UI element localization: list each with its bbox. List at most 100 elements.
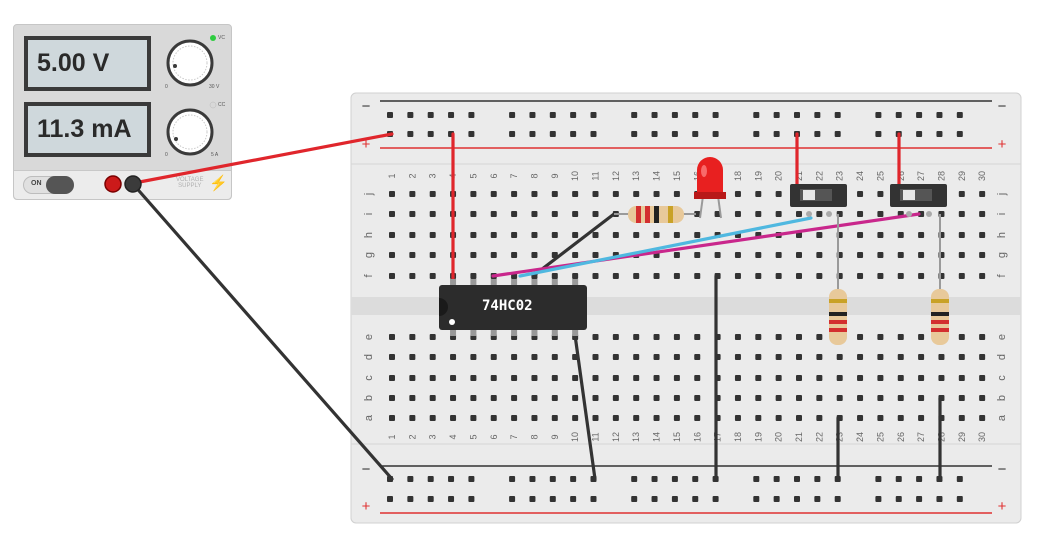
breadboard-hole[interactable] (673, 334, 680, 340)
breadboard-hole[interactable] (694, 354, 701, 360)
breadboard-hole[interactable] (531, 395, 538, 401)
breadboard-hole[interactable] (796, 252, 802, 258)
breadboard-hole[interactable] (775, 191, 782, 197)
breadboard-hole[interactable] (958, 375, 965, 381)
breadboard-hole[interactable] (531, 232, 538, 238)
breadboard-hole[interactable] (612, 375, 619, 381)
breadboard-hole[interactable] (734, 334, 741, 340)
breadboard-hole[interactable] (389, 191, 395, 197)
top-rail-hole[interactable] (651, 112, 658, 118)
breadboard-hole[interactable] (511, 191, 518, 197)
breadboard-hole[interactable] (938, 375, 945, 381)
top-rail-hole[interactable] (753, 131, 760, 137)
breadboard-hole[interactable] (409, 354, 416, 360)
breadboard-hole[interactable] (673, 252, 680, 258)
bottom-rail-hole[interactable] (671, 496, 678, 502)
breadboard-hole[interactable] (633, 395, 640, 401)
breadboard-hole[interactable] (429, 415, 436, 421)
breadboard-hole[interactable] (816, 273, 823, 279)
breadboard-hole[interactable] (490, 191, 497, 197)
pulldown-resistor-1[interactable] (829, 289, 847, 345)
bottom-rail-hole[interactable] (692, 496, 699, 502)
bottom-rail-hole[interactable] (671, 476, 678, 482)
breadboard-hole[interactable] (958, 354, 965, 360)
breadboard-hole[interactable] (958, 273, 965, 279)
breadboard-hole[interactable] (775, 375, 782, 381)
bottom-rail-hole[interactable] (427, 496, 434, 502)
top-rail-hole[interactable] (936, 112, 943, 118)
breadboard-hole[interactable] (796, 334, 802, 340)
breadboard-hole[interactable] (612, 334, 619, 340)
breadboard-hole[interactable] (389, 354, 395, 360)
top-rail-hole[interactable] (834, 131, 841, 137)
breadboard-hole[interactable] (958, 395, 965, 401)
slide-switch-1-slider[interactable] (803, 190, 815, 200)
breadboard-hole[interactable] (877, 415, 884, 421)
breadboard-hole[interactable] (470, 395, 477, 401)
breadboard-hole[interactable] (429, 232, 436, 238)
breadboard-hole[interactable] (389, 415, 395, 421)
bottom-rail-hole[interactable] (468, 496, 475, 502)
breadboard-hole[interactable] (409, 375, 416, 381)
top-rail-hole[interactable] (692, 112, 699, 118)
slide-switch-2[interactable] (890, 184, 947, 217)
breadboard-hole[interactable] (429, 211, 436, 217)
breadboard-hole[interactable] (612, 395, 619, 401)
breadboard-hole[interactable] (633, 415, 640, 421)
breadboard-hole[interactable] (511, 211, 518, 217)
breadboard-hole[interactable] (958, 232, 965, 238)
bottom-rail-hole[interactable] (936, 496, 943, 502)
breadboard-hole[interactable] (470, 191, 477, 197)
breadboard-hole[interactable] (612, 191, 619, 197)
breadboard-hole[interactable] (511, 252, 518, 258)
breadboard-hole[interactable] (450, 415, 457, 421)
wire-chip-ground[interactable] (573, 333, 597, 481)
breadboard-hole[interactable] (918, 211, 925, 217)
breadboard-hole[interactable] (857, 211, 864, 217)
top-rail-hole[interactable] (834, 112, 841, 118)
bottom-rail-hole[interactable] (590, 496, 597, 502)
breadboard-hole[interactable] (694, 252, 701, 258)
bottom-rail-hole[interactable] (407, 496, 414, 502)
breadboard-hole[interactable] (918, 375, 925, 381)
bottom-rail-hole[interactable] (529, 496, 536, 502)
breadboard-hole[interactable] (877, 191, 884, 197)
breadboard-hole[interactable] (551, 354, 558, 360)
breadboard-hole[interactable] (531, 415, 538, 421)
breadboard-hole[interactable] (389, 252, 395, 258)
breadboard-hole[interactable] (816, 415, 823, 421)
top-rail-hole[interactable] (529, 112, 536, 118)
breadboard-hole[interactable] (389, 211, 395, 217)
breadboard-hole[interactable] (958, 415, 965, 421)
breadboard-hole[interactable] (857, 334, 864, 340)
breadboard-hole[interactable] (816, 232, 823, 238)
breadboard-hole[interactable] (409, 395, 416, 401)
breadboard-hole[interactable] (714, 252, 721, 258)
breadboard-hole[interactable] (409, 211, 416, 217)
breadboard-hole[interactable] (796, 273, 802, 279)
bottom-rail-hole[interactable] (407, 476, 414, 482)
breadboard-hole[interactable] (897, 273, 904, 279)
breadboard-hole[interactable] (592, 415, 599, 421)
breadboard-hole[interactable] (694, 211, 701, 217)
pulldown-resistor-2[interactable] (931, 289, 949, 345)
breadboard-hole[interactable] (796, 375, 802, 381)
breadboard-hole[interactable] (857, 273, 864, 279)
breadboard-hole[interactable] (653, 273, 660, 279)
breadboard-hole[interactable] (490, 211, 497, 217)
breadboard-hole[interactable] (633, 354, 640, 360)
breadboard-hole[interactable] (755, 273, 762, 279)
breadboard-hole[interactable] (673, 415, 680, 421)
breadboard-hole[interactable] (511, 395, 518, 401)
breadboard-hole[interactable] (918, 273, 925, 279)
breadboard-hole[interactable] (633, 191, 640, 197)
breadboard-hole[interactable] (694, 375, 701, 381)
breadboard-hole[interactable] (734, 252, 741, 258)
bottom-rail-hole[interactable] (895, 476, 902, 482)
breadboard-hole[interactable] (877, 354, 884, 360)
breadboard-hole[interactable] (572, 415, 579, 421)
led-body[interactable] (697, 157, 723, 196)
breadboard-hole[interactable] (653, 191, 660, 197)
breadboard-hole[interactable] (592, 191, 599, 197)
breadboard-hole[interactable] (531, 354, 538, 360)
